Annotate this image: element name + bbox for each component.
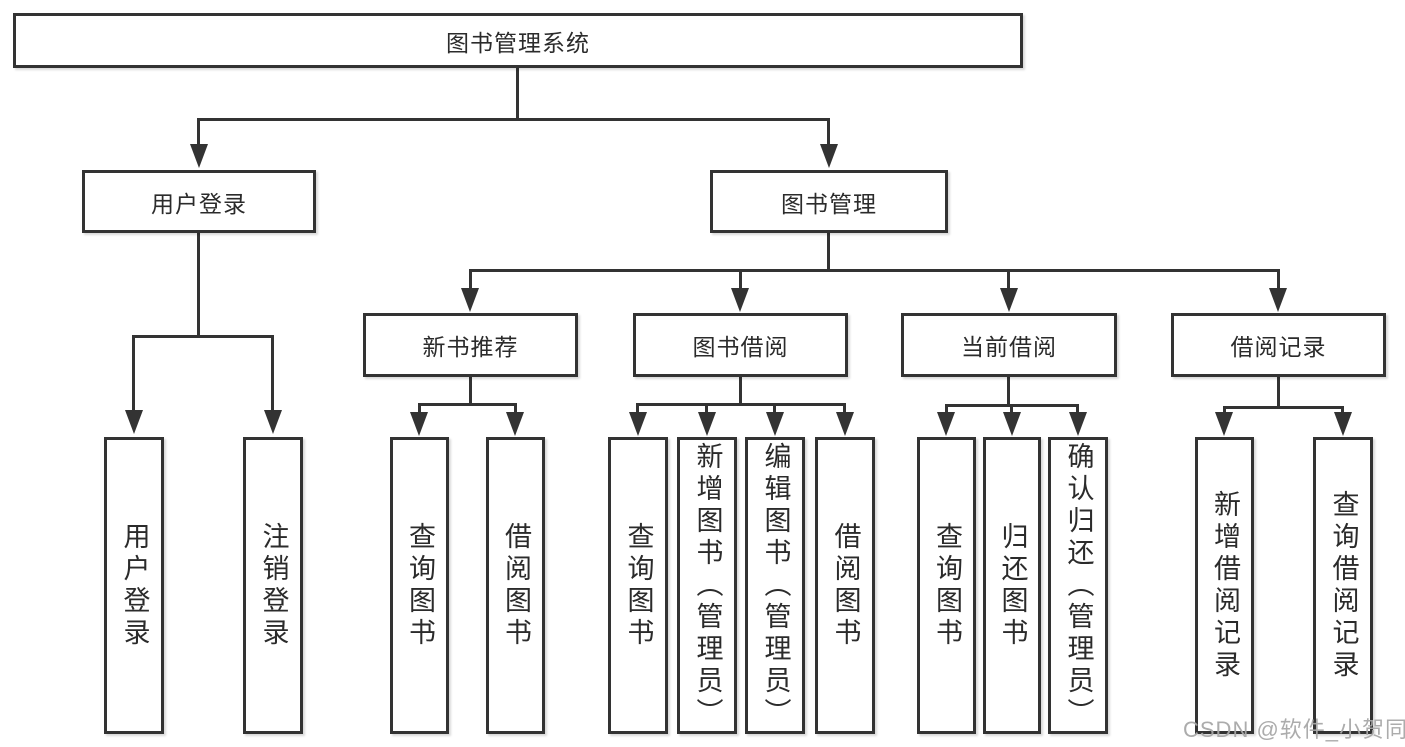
arrow-down-icon — [506, 412, 524, 436]
node-book-borrow-label: 图书借阅 — [692, 334, 789, 360]
node-leaf-add-borrow-record-label: 新增借阅记录 — [1210, 489, 1240, 682]
connector-stub-leaf-logout — [271, 335, 274, 413]
arrow-down-icon — [1000, 288, 1018, 312]
node-leaf-logout-label: 注销登录 — [258, 521, 289, 650]
arrow-down-icon — [1003, 412, 1021, 436]
connector-book-management-trunk — [827, 233, 830, 271]
connector-stub-leaf — [1076, 404, 1079, 415]
arrow-down-icon — [1334, 412, 1352, 436]
connector-stub-leaf — [1341, 406, 1344, 415]
node-leaf-user-login-label: 用户登录 — [119, 521, 150, 650]
arrow-down-icon — [766, 412, 784, 436]
arrow-down-icon — [1269, 288, 1287, 312]
node-leaf-return-books-label: 归还图书 — [997, 521, 1028, 650]
node-current-borrow-label: 当前借阅 — [961, 334, 1057, 360]
arrow-down-icon — [461, 288, 479, 312]
node-leaf-query-books-recommend-label: 查询图书 — [405, 521, 435, 650]
connector-stub-borrow-records — [1277, 269, 1280, 291]
connector-new-book-recommend-trunk — [469, 377, 472, 405]
node-root: 图书管理系统 — [13, 13, 1023, 68]
connector-stub-leaf — [636, 403, 639, 415]
node-book-borrow: 图书借阅 — [633, 313, 848, 377]
connector-borrow-records-trunk — [1277, 377, 1280, 408]
connector-stub-user-login — [197, 118, 200, 148]
node-leaf-return-books: 归还图书 — [983, 437, 1041, 734]
node-leaf-query-borrow-record: 查询借阅记录 — [1313, 437, 1373, 734]
connector-stub-book-management — [827, 118, 830, 148]
connector-current-borrow-split — [945, 404, 1079, 407]
connector-book-borrow-trunk — [739, 377, 742, 405]
node-current-borrow: 当前借阅 — [901, 313, 1117, 377]
node-user-login: 用户登录 — [82, 170, 316, 233]
connector-stub-leaf — [843, 403, 846, 415]
node-leaf-confirm-return-admin-label: 确认归还（管理员） — [1063, 441, 1094, 730]
connector-new-book-recommend-split — [418, 403, 517, 406]
arrow-down-icon — [731, 288, 749, 312]
node-book-management: 图书管理 — [710, 170, 948, 233]
node-book-management-label: 图书管理 — [781, 190, 877, 217]
node-leaf-query-books-current: 查询图书 — [917, 437, 976, 734]
node-leaf-borrow-books: 借阅图书 — [815, 437, 875, 734]
connector-root-trunk — [516, 68, 519, 121]
arrow-down-icon — [698, 412, 716, 436]
connector-book-management-split — [469, 269, 1280, 272]
connector-stub-book-borrow — [739, 269, 742, 291]
arrow-down-icon — [410, 412, 428, 436]
watermark: CSDN @软件_小贺同学 — [1183, 717, 1405, 742]
connector-stub-leaf — [773, 403, 776, 415]
node-leaf-add-books-admin: 新增图书（管理员） — [677, 437, 737, 734]
node-leaf-edit-books-admin-label: 编辑图书（管理员） — [760, 441, 791, 730]
node-leaf-query-books-borrow-label: 查询图书 — [623, 521, 654, 650]
node-leaf-user-login: 用户登录 — [104, 437, 164, 734]
node-new-book-recommend-label: 新书推荐 — [422, 334, 519, 360]
node-leaf-query-borrow-record-label: 查询借阅记录 — [1328, 489, 1359, 682]
node-leaf-add-books-admin-label: 新增图书（管理员） — [692, 441, 723, 730]
connector-user-login-trunk — [197, 233, 200, 337]
node-borrow-records-label: 借阅记录 — [1230, 334, 1327, 360]
arrow-down-icon — [1069, 412, 1087, 436]
node-leaf-edit-books-admin: 编辑图书（管理员） — [745, 437, 805, 734]
connector-level2-split — [197, 118, 830, 121]
arrow-down-icon — [937, 412, 955, 436]
node-user-login-label: 用户登录 — [151, 190, 247, 217]
connector-user-login-split — [132, 335, 274, 338]
node-leaf-query-books-current-label: 查询图书 — [932, 521, 962, 650]
node-leaf-borrow-books-recommend-label: 借阅图书 — [501, 521, 531, 650]
node-leaf-add-borrow-record: 新增借阅记录 — [1195, 437, 1254, 734]
connector-stub-leaf — [418, 403, 421, 415]
arrow-down-icon — [1215, 412, 1233, 436]
arrow-down-icon — [629, 412, 647, 436]
connector-stub-leaf — [514, 403, 517, 415]
arrow-down-icon — [264, 410, 282, 434]
connector-stub-leaf-user-login — [132, 335, 135, 413]
node-leaf-borrow-books-recommend: 借阅图书 — [486, 437, 545, 734]
node-leaf-query-books-recommend: 查询图书 — [390, 437, 449, 734]
connector-stub-leaf — [705, 403, 708, 415]
connector-book-borrow-split — [636, 403, 846, 406]
connector-borrow-records-split — [1223, 406, 1344, 409]
connector-stub-leaf — [1010, 404, 1013, 415]
connector-stub-leaf — [1223, 406, 1226, 415]
arrow-down-icon — [836, 412, 854, 436]
arrow-down-icon — [125, 410, 143, 434]
node-borrow-records: 借阅记录 — [1171, 313, 1386, 377]
node-leaf-confirm-return-admin: 确认归还（管理员） — [1048, 437, 1108, 734]
node-new-book-recommend: 新书推荐 — [363, 313, 578, 377]
arrow-down-icon — [820, 144, 838, 168]
node-root-label: 图书管理系统 — [446, 29, 590, 56]
node-leaf-borrow-books-label: 借阅图书 — [830, 521, 861, 650]
connector-current-borrow-trunk — [1007, 377, 1010, 406]
connector-stub-current-borrow — [1007, 269, 1010, 291]
node-leaf-query-books-borrow: 查询图书 — [608, 437, 668, 734]
connector-stub-leaf — [945, 404, 948, 415]
node-leaf-logout: 注销登录 — [243, 437, 303, 734]
arrow-down-icon — [190, 144, 208, 168]
connector-stub-new-book-recommend — [469, 269, 472, 291]
